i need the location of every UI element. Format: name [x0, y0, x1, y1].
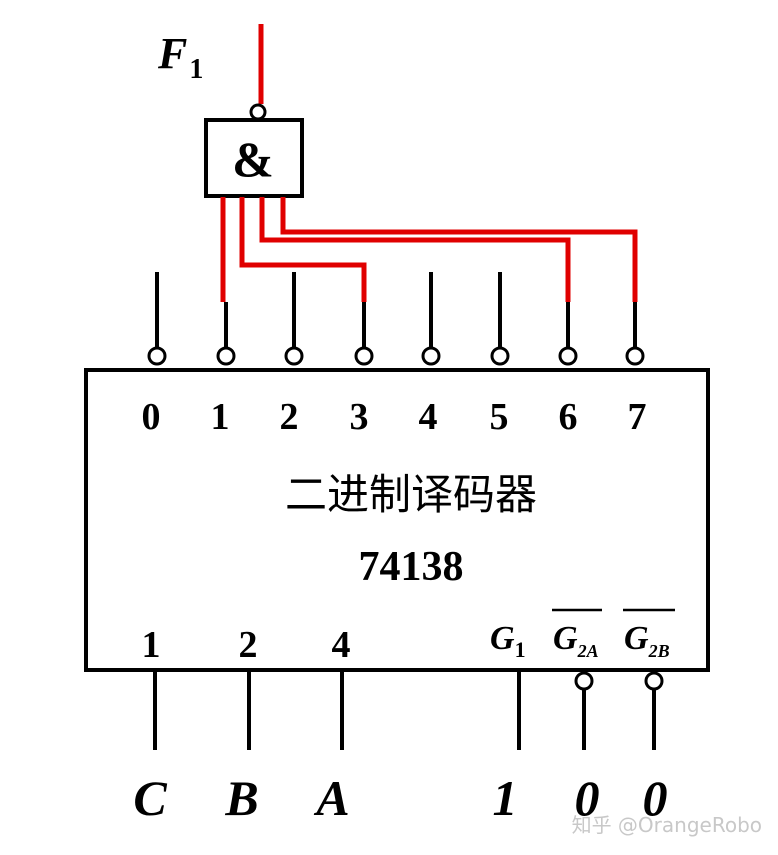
wire-output-7 — [280, 197, 638, 302]
enable-label-g2b: G2B — [624, 620, 670, 661]
enable-value-g1: 1 — [493, 770, 518, 826]
bubble-1 — [216, 346, 236, 366]
input-pin-label-2: 2 — [239, 624, 258, 666]
output-pin-label-3: 3 — [350, 396, 369, 438]
output-pin-labels: 0 1 2 3 4 5 6 7 — [142, 396, 647, 438]
chip-part-number: 74138 — [359, 544, 464, 590]
bubble-2 — [284, 346, 304, 366]
enable-value-g2a: 0 — [575, 770, 600, 826]
output-pin-label-0: 0 — [142, 396, 161, 438]
output-pin-label-1: 1 — [211, 396, 230, 438]
output-pin-label-6: 6 — [559, 396, 578, 438]
gate-output-bubble — [249, 103, 267, 121]
wire-output-3 — [239, 197, 367, 302]
output-label: F1 — [157, 29, 203, 85]
signal-label-b: B — [224, 770, 258, 826]
signal-label-c: C — [133, 770, 167, 826]
output-pin-label-2: 2 — [280, 396, 299, 438]
enable-label-g1: G1 — [490, 620, 526, 662]
chip-title: 二进制译码器 — [285, 473, 537, 519]
bubble-7 — [625, 346, 645, 366]
input-pin-labels: 1 2 4 — [142, 624, 351, 666]
bubble-g2a — [574, 671, 594, 691]
bubble-0 — [147, 346, 167, 366]
bubble-3 — [354, 346, 374, 366]
input-pin-leads — [153, 672, 656, 750]
bubble-6 — [558, 346, 578, 366]
enable-label-g2a: G2A — [553, 620, 599, 661]
input-pin-label-1: 1 — [142, 624, 161, 666]
bubble-4 — [421, 346, 441, 366]
input-signal-labels: C B A 1 0 0 — [133, 770, 667, 826]
wire-output-6 — [259, 197, 571, 302]
bubble-g2b — [644, 671, 664, 691]
bubble-5 — [490, 346, 510, 366]
output-pin-label-4: 4 — [419, 396, 438, 438]
output-pin-stubs — [155, 272, 637, 347]
input-pin-label-4: 4 — [332, 624, 351, 666]
signal-label-a: A — [313, 770, 349, 826]
output-pin-label-5: 5 — [490, 396, 509, 438]
and-gate-symbol: & — [232, 131, 274, 187]
and-gate — [204, 118, 304, 198]
output-pin-bubbles — [147, 346, 645, 366]
decoder-chip — [84, 368, 710, 672]
output-pin-label-7: 7 — [628, 396, 647, 438]
enable-value-g2b: 0 — [643, 770, 668, 826]
watermark: 知乎 @OrangeRobo — [572, 813, 762, 837]
